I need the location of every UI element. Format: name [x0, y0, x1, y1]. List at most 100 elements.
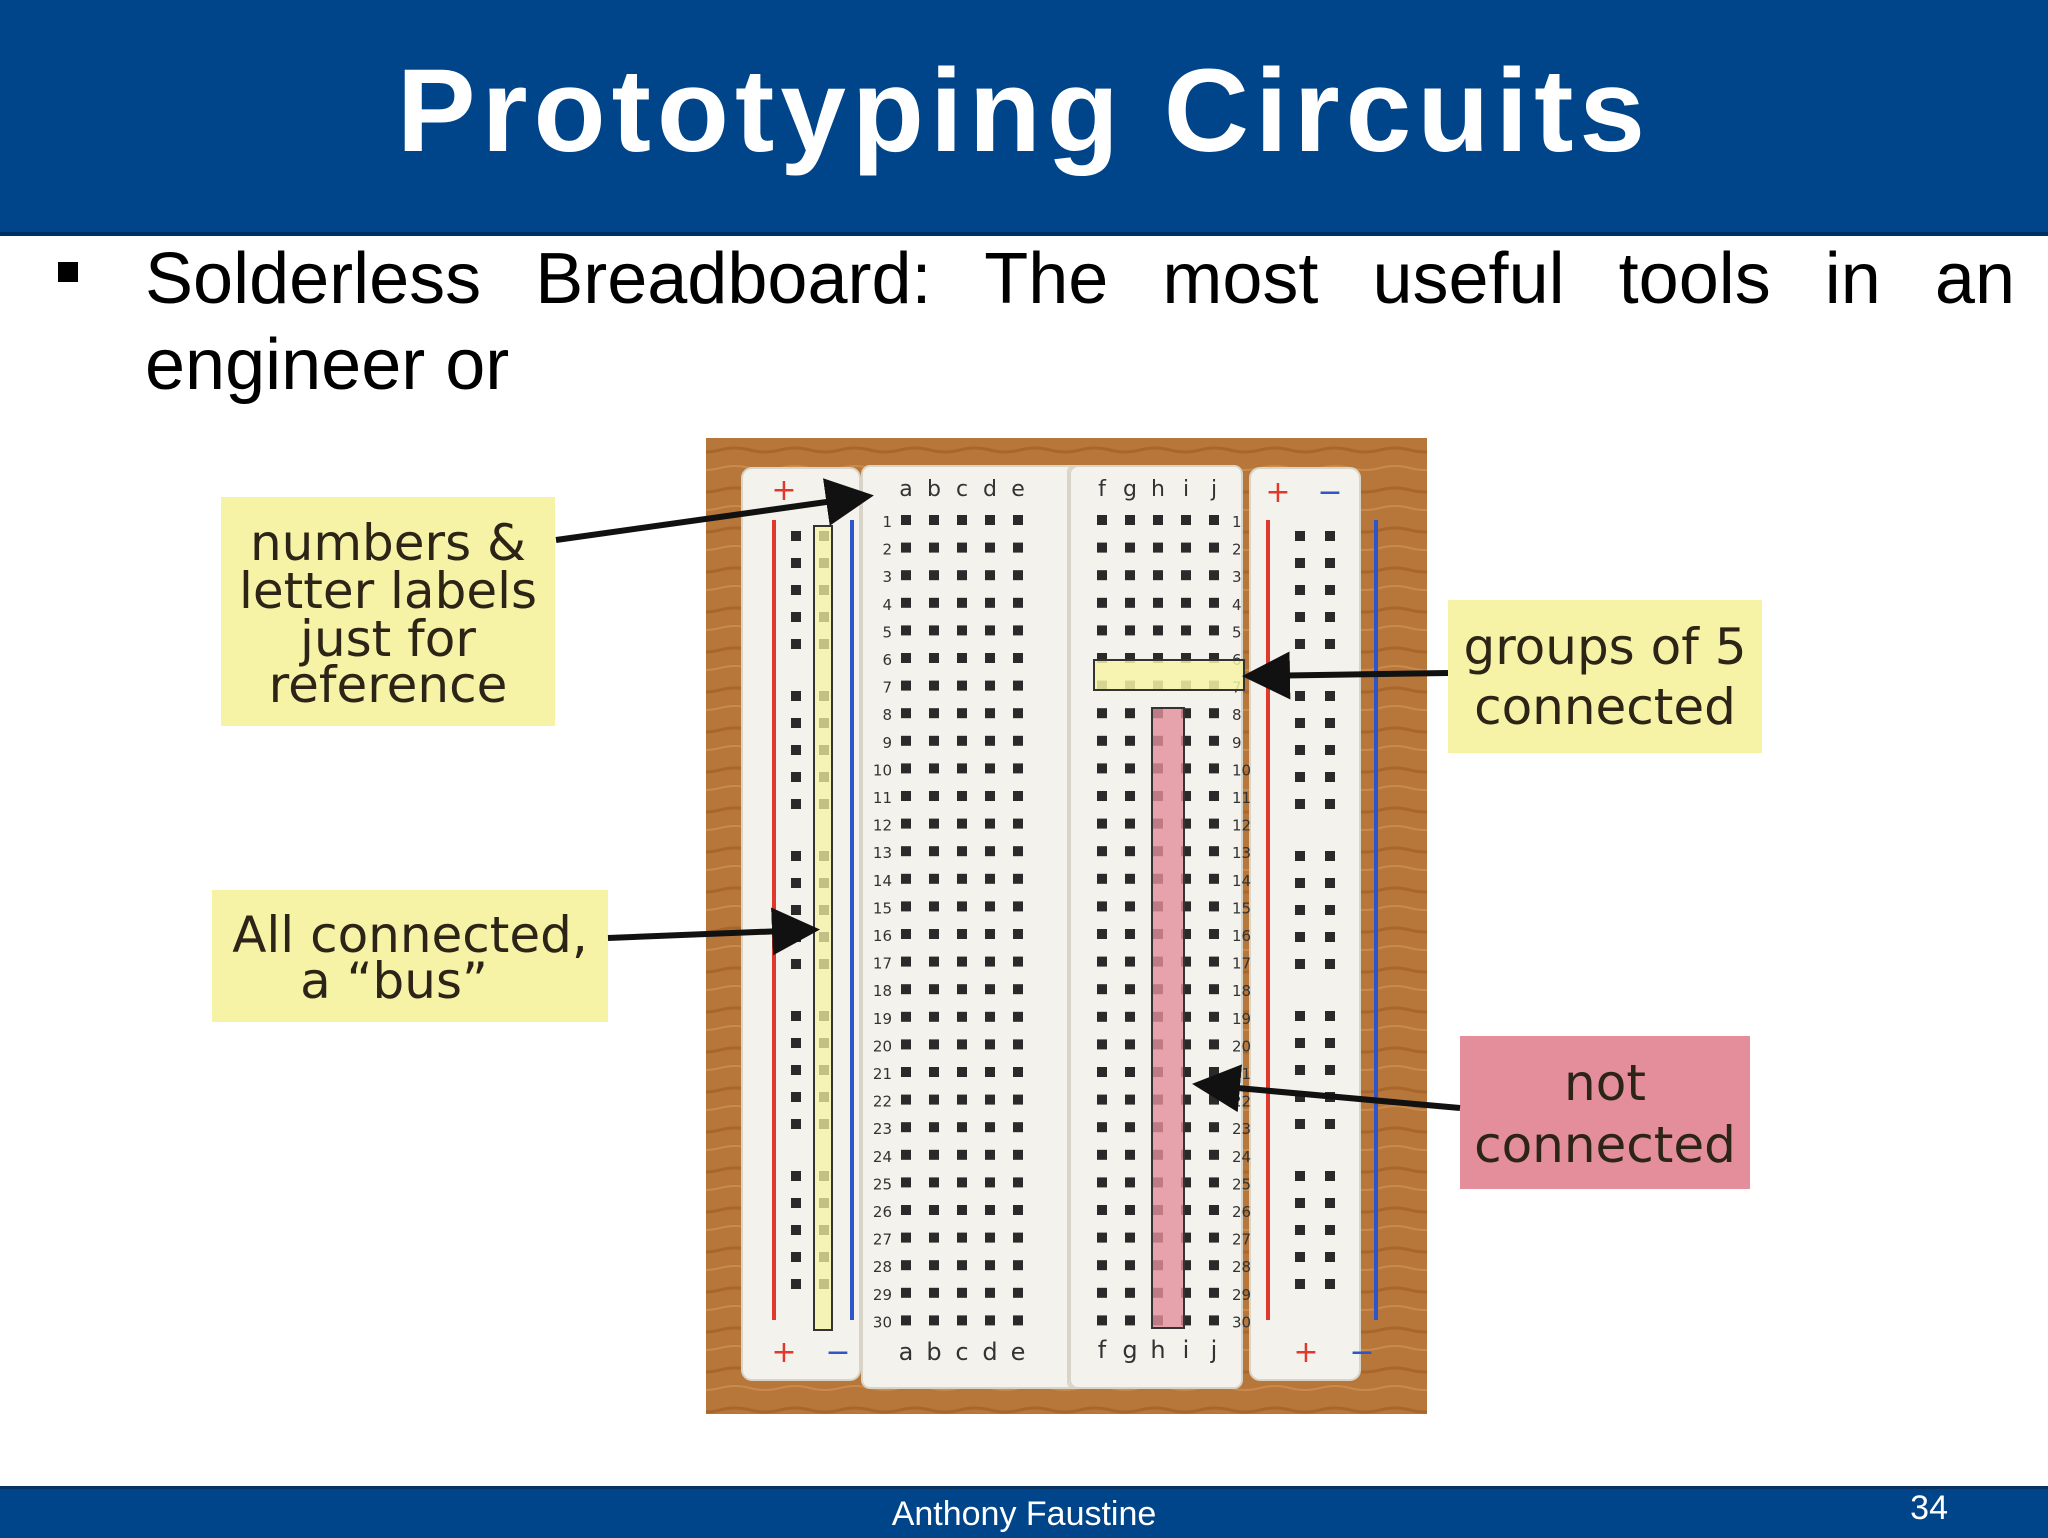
- breadboard-hole: [1209, 956, 1219, 967]
- row-number: 18: [873, 982, 892, 1000]
- rail-hole: [1325, 878, 1335, 888]
- breadboard-hole: [1125, 763, 1135, 774]
- rail-minus-label: −: [1317, 475, 1342, 510]
- breadboard-hole: [901, 984, 911, 995]
- breadboard-hole: [1097, 1260, 1107, 1271]
- rail-hole: [1325, 1198, 1335, 1208]
- rail-hole: [1325, 585, 1335, 595]
- row-number: 26: [1232, 1203, 1251, 1221]
- breadboard-hole: [957, 735, 967, 746]
- column-letter: b: [927, 477, 941, 502]
- breadboard-hole: [1125, 1067, 1135, 1077]
- row-number: 8: [882, 706, 892, 724]
- rail-hole: [1295, 718, 1305, 728]
- board-nub: [746, 628, 766, 652]
- rail-hole: [1325, 745, 1335, 755]
- breadboard-hole: [1125, 515, 1135, 525]
- breadboard-hole: [1125, 735, 1135, 746]
- breadboard-hole: [957, 542, 967, 553]
- breadboard-hole: [929, 1011, 939, 1022]
- row-number: 19: [1232, 1010, 1251, 1028]
- breadboard-hole: [1097, 1232, 1107, 1243]
- breadboard-hole: [901, 1149, 911, 1160]
- breadboard-hole: [901, 515, 911, 525]
- breadboard-hole: [1209, 929, 1219, 939]
- breadboard-hole: [957, 984, 967, 995]
- breadboard-hole: [1209, 1149, 1219, 1160]
- rail-hole: [791, 639, 801, 649]
- breadboard-hole: [901, 625, 911, 636]
- callout-bus-box: [212, 890, 608, 1022]
- breadboard-hole: [1125, 846, 1135, 857]
- breadboard-hole: [1097, 653, 1107, 663]
- rail-hole: [1295, 612, 1305, 622]
- callout-groups-line: connected: [1474, 678, 1736, 736]
- column-letter: e: [1011, 1338, 1026, 1366]
- breadboard-hole: [985, 735, 995, 746]
- breadboard-hole: [1097, 901, 1107, 912]
- rail-hole: [791, 851, 801, 861]
- breadboard-hole: [1209, 1039, 1219, 1050]
- column-letter: i: [1183, 477, 1189, 502]
- breadboard-hole: [929, 984, 939, 995]
- rail-hole: [1295, 1252, 1305, 1262]
- rail-hole: [791, 905, 801, 915]
- callout-labels-line: letter labels: [239, 562, 537, 620]
- breadboard-hole: [1125, 791, 1135, 801]
- breadboard-hole: [1209, 1232, 1219, 1243]
- breadboard-hole: [1181, 1039, 1191, 1050]
- breadboard-hole: [985, 929, 995, 939]
- row-number: 5: [882, 623, 892, 641]
- breadboard-hole: [1013, 735, 1023, 746]
- breadboard-hole: [1013, 929, 1023, 939]
- row-number: 8: [1232, 706, 1242, 724]
- row-number: 26: [873, 1203, 892, 1221]
- breadboard-hole: [1181, 597, 1191, 608]
- breadboard-hole: [985, 901, 995, 912]
- callout-groups-box: [1448, 600, 1762, 753]
- breadboard-hole: [985, 1149, 995, 1160]
- breadboard-hole: [985, 1205, 995, 1215]
- breadboard-hole: [1181, 1260, 1191, 1271]
- breadboard-hole: [1209, 984, 1219, 995]
- breadboard-hole: [985, 1011, 995, 1022]
- row-number: 20: [873, 1037, 892, 1055]
- row-number: 4: [882, 596, 892, 614]
- breadboard-hole: [985, 1094, 995, 1105]
- breadboard-hole: [929, 956, 939, 967]
- breadboard-hole: [901, 1232, 911, 1243]
- rail-minus-label: −: [825, 1335, 850, 1370]
- breadboard-hole: [1125, 1260, 1135, 1271]
- breadboard-hole: [1013, 708, 1023, 719]
- breadboard-hole: [1181, 570, 1191, 581]
- breadboard-hole: [957, 1094, 967, 1105]
- rail-plus-label: +: [771, 473, 796, 508]
- row-number: 1: [882, 513, 892, 531]
- row-number: 12: [873, 817, 892, 835]
- breadboard-hole: [1181, 873, 1191, 884]
- column-letter: g: [1123, 477, 1137, 502]
- rail-hole: [1325, 1225, 1335, 1235]
- rail-hole: [1295, 558, 1305, 568]
- breadboard-hole: [929, 570, 939, 581]
- breadboard-hole: [1097, 1177, 1107, 1188]
- column-letter: a: [899, 477, 912, 502]
- row-number: 1: [1232, 513, 1242, 531]
- breadboard-hole: [1125, 653, 1135, 663]
- breadboard-hole: [1181, 984, 1191, 995]
- breadboard-hole: [985, 1039, 995, 1050]
- left-terminal-strip: [861, 465, 1081, 1389]
- row-number: 2: [1232, 541, 1242, 559]
- callout-bus-line: All connected,: [232, 906, 588, 964]
- breadboard-hole: [929, 1094, 939, 1105]
- slide-title: Prototyping Circuits: [396, 45, 1652, 177]
- rail-hole: [1325, 851, 1335, 861]
- rail-hole: [1325, 959, 1335, 969]
- row-number: 21: [1232, 1065, 1251, 1083]
- rail-hole: [1325, 799, 1335, 809]
- row-number: 28: [1232, 1258, 1251, 1276]
- row-number: 28: [873, 1258, 892, 1276]
- rail-plus-label: +: [771, 1335, 796, 1370]
- breadboard-hole: [1097, 1287, 1107, 1298]
